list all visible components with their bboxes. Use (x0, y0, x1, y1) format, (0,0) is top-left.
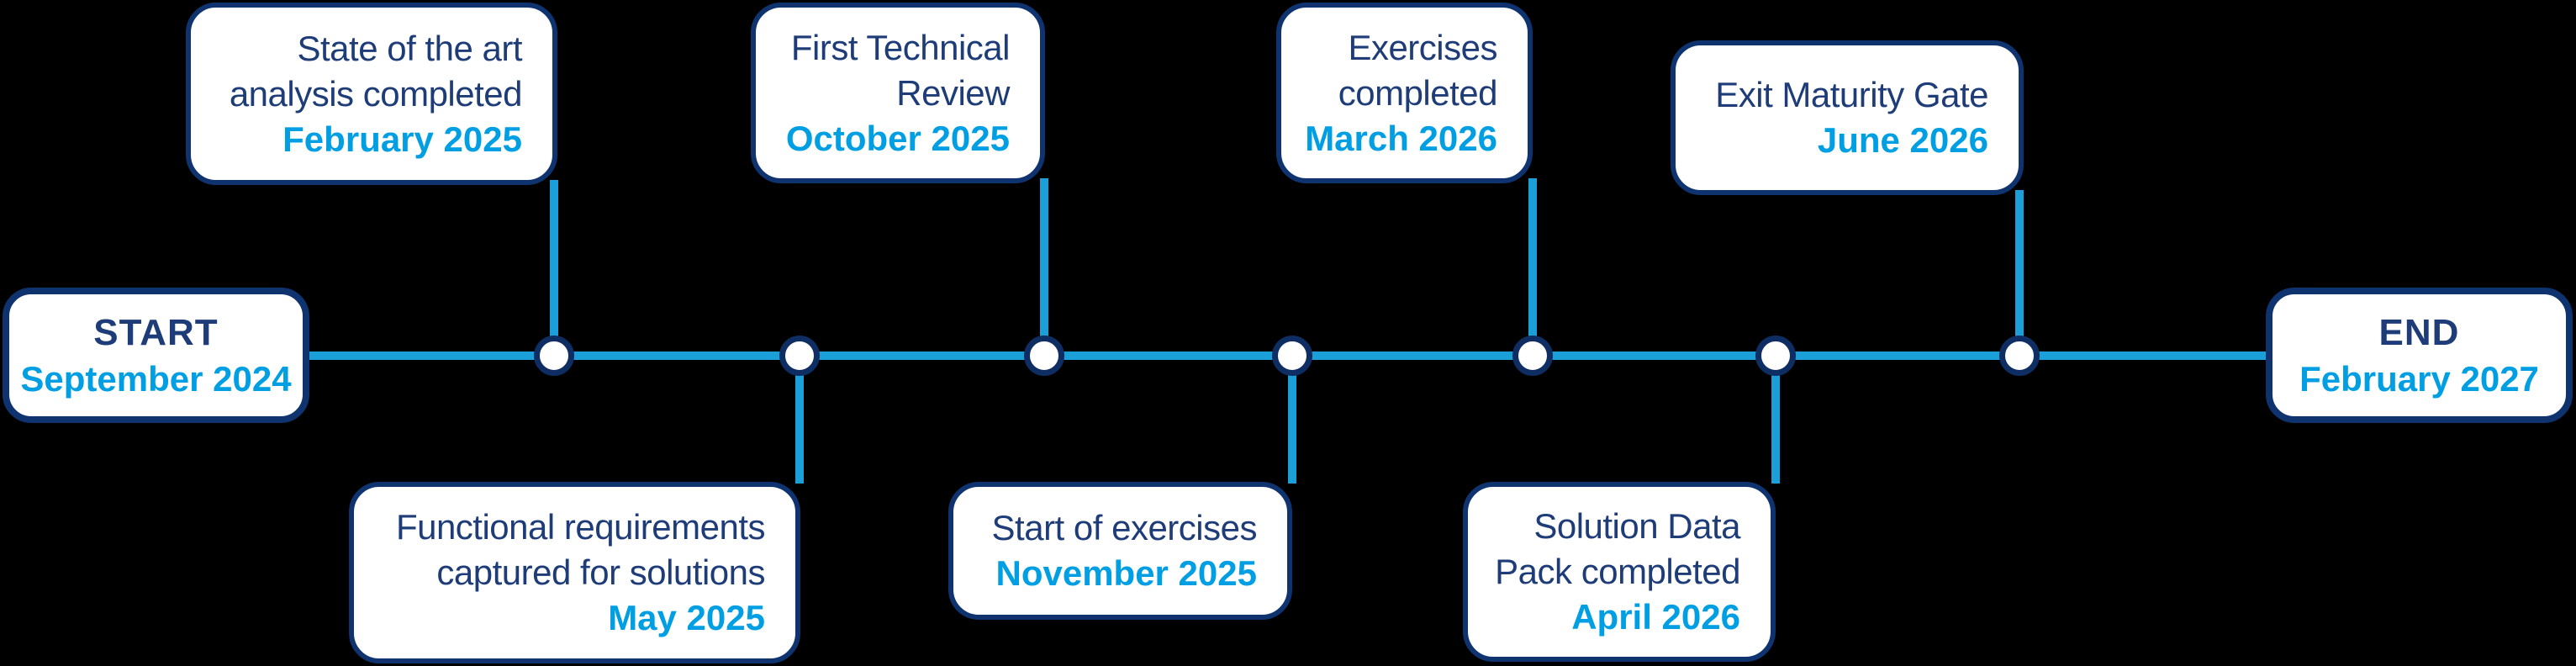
milestone-title: Exercises completed (1338, 27, 1498, 113)
milestone-title: Start of exercises (991, 508, 1258, 547)
start-label: START (93, 311, 219, 353)
connector-line (1040, 178, 1048, 356)
milestone-box: First Technical Review October 2025 (751, 3, 1045, 183)
milestone-date: June 2026 (1817, 120, 1988, 160)
milestone-box: State of the art analysis completed Febr… (186, 3, 557, 185)
end-label: END (2378, 311, 2460, 353)
milestone-box: Start of exercises November 2025 (948, 482, 1292, 620)
milestone-box: Exit Maturity Gate June 2026 (1671, 40, 2024, 195)
milestone-title: State of the art analysis completed (229, 28, 523, 114)
milestone-box: Exercises completed March 2026 (1276, 3, 1533, 183)
milestone-node (1999, 336, 2040, 376)
milestone-node (534, 336, 574, 376)
connector-line (1288, 356, 1296, 484)
milestone-date: October 2025 (785, 118, 1010, 158)
milestone-box: Functional requirements captured for sol… (349, 482, 800, 663)
milestone-title: Exit Maturity Gate (1715, 75, 1988, 114)
milestone-date: May 2025 (608, 598, 765, 637)
milestone-node (1024, 336, 1064, 376)
milestone-node (1512, 336, 1553, 376)
end-date: February 2027 (2299, 358, 2539, 399)
start-date: September 2024 (20, 358, 292, 399)
milestone-date: April 2026 (1571, 597, 1740, 637)
milestone-date: November 2025 (995, 553, 1257, 593)
milestone-node (1272, 336, 1312, 376)
start-box: START September 2024 (3, 288, 309, 423)
milestone-node (779, 336, 820, 376)
milestone-date: March 2026 (1305, 118, 1497, 158)
end-box: END February 2027 (2266, 288, 2573, 423)
milestone-date: February 2025 (282, 119, 522, 159)
connector-line (2015, 190, 2024, 356)
milestone-box: Solution Data Pack completed April 2026 (1463, 482, 1776, 662)
milestone-title: First Technical Review (790, 27, 1011, 113)
milestone-node (1755, 336, 1796, 376)
milestone-title: Solution Data Pack completed (1495, 506, 1740, 591)
milestone-title: Functional requirements captured for sol… (395, 507, 766, 592)
connector-line (795, 356, 804, 484)
connector-line (1528, 178, 1537, 356)
connector-line (550, 180, 558, 356)
connector-line (1771, 356, 1780, 484)
